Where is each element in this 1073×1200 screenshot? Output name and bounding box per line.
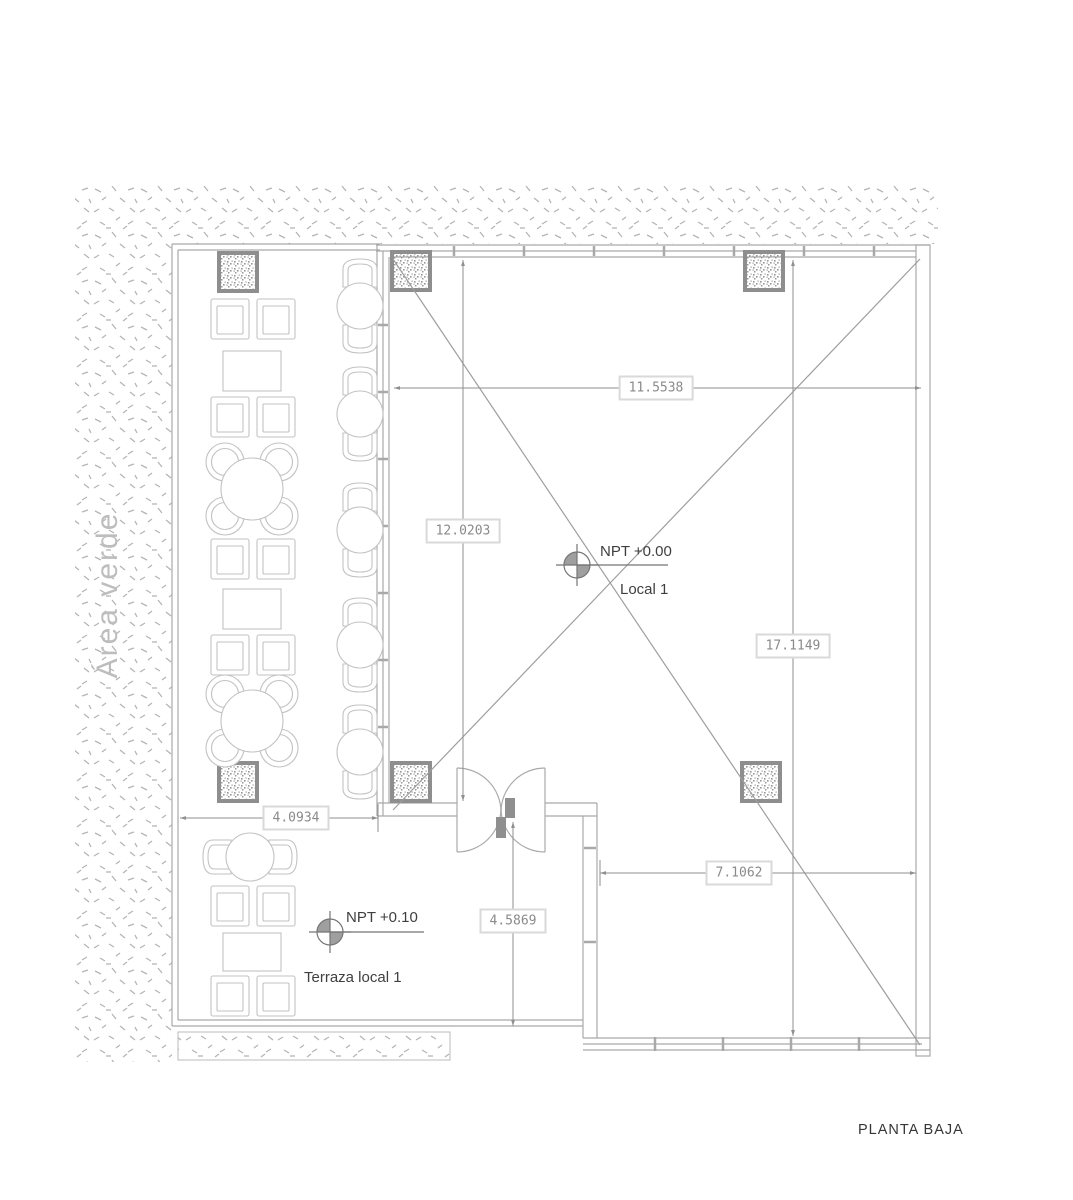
dimension-local1-bottom-width: 7.1062: [705, 860, 773, 886]
local1-name-label: Local 1: [620, 581, 669, 598]
local1-right-wall: [915, 244, 931, 1057]
green-area-texture: [75, 186, 938, 1062]
local1-bottom-wall: [583, 1037, 930, 1051]
dimension-local1-right-height: 17.1149: [755, 633, 831, 659]
local1-level-label: NPT +0.00: [600, 543, 672, 560]
columns: [217, 250, 785, 803]
terraza-level-label: NPT +0.10: [346, 909, 418, 926]
dimension-terrace-left-height: 4.5869: [479, 908, 547, 934]
terrace-walls: [171, 243, 583, 1027]
lower-terrace-furniture: [203, 833, 297, 1017]
upper-terrace-furniture: [205, 259, 383, 799]
door-leaf: [496, 817, 506, 838]
double-swing-door: [456, 767, 546, 853]
dimension-local1-left-height: 12.0203: [425, 518, 501, 544]
terraza-name-label: Terraza local 1: [304, 969, 402, 986]
green-area-label: Área verde: [91, 511, 124, 679]
door-flank-walls: [377, 802, 597, 817]
dimension-local1-top-width: 11.5538: [618, 375, 694, 401]
drawing-title: PLANTA BAJA: [858, 1122, 964, 1138]
local1-top-wall: [376, 244, 930, 258]
level-markers: [308, 543, 668, 954]
door-leaf: [505, 798, 515, 818]
dimension-terrace-top-width: 4.0934: [262, 805, 330, 831]
step-wall: [582, 803, 598, 1038]
diagonal-cross-lines: [392, 258, 921, 1046]
